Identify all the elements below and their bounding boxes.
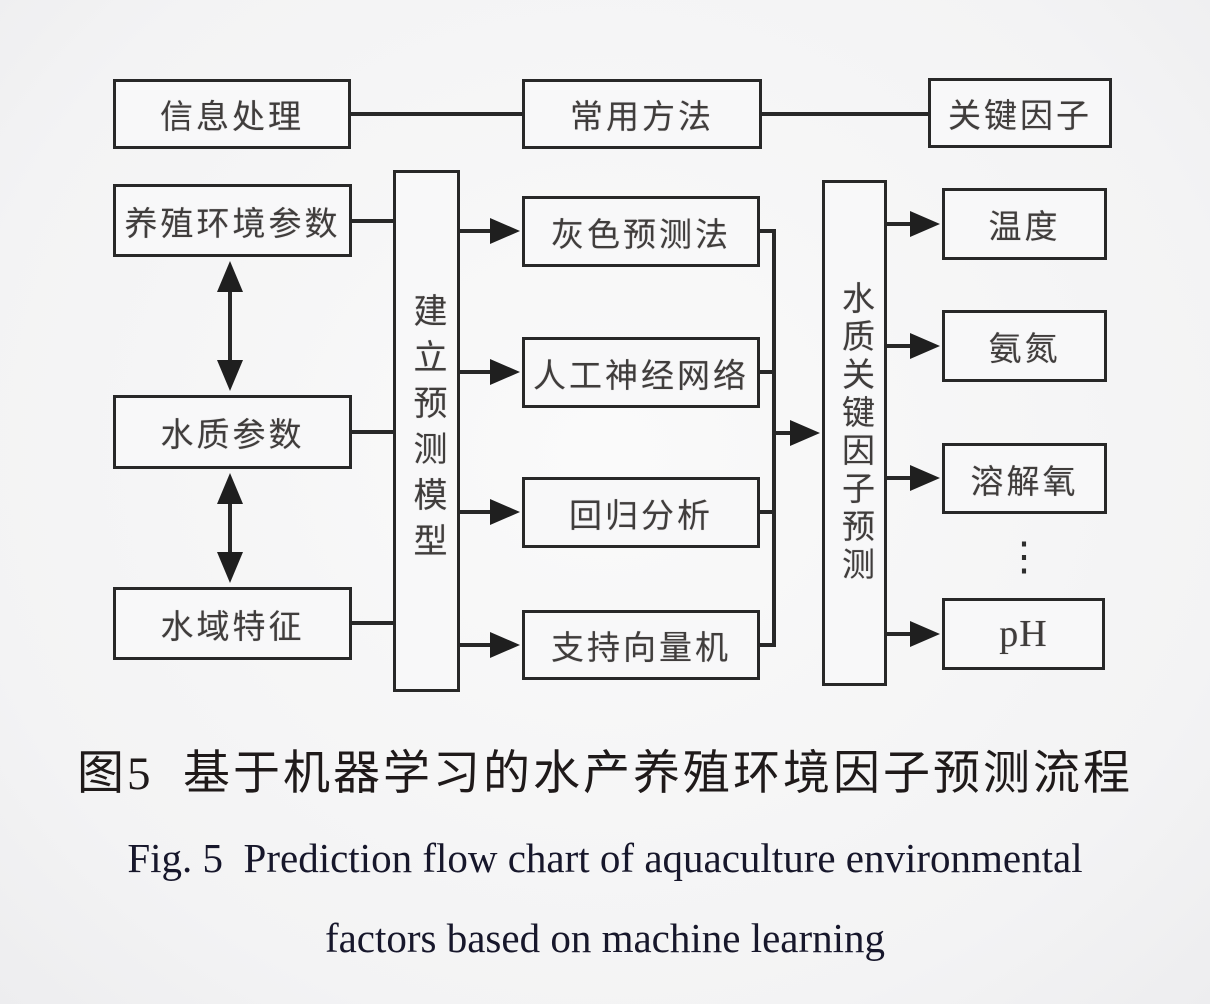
figure-caption-english-line1: Fig. 5 Prediction flow chart of aquacult… — [127, 835, 1083, 881]
node-build-prediction-model: 建立预测模型 — [393, 170, 460, 692]
node-dissolved-oxygen: 溶解氧 — [942, 443, 1107, 514]
node-water-area-characteristics: 水域特征 — [113, 587, 352, 660]
figure-caption-chinese: 图5 基于机器学习的水产养殖环境因子预测流程 — [77, 748, 1133, 800]
node-artificial-neural-network: 人工神经网络 — [522, 337, 760, 408]
node-support-vector-machine: 支持向量机 — [522, 610, 760, 680]
arrows-model-to-methods — [460, 218, 520, 658]
node-water-quality-key-factor-prediction: 水质关键因子预测 — [822, 180, 887, 686]
collector-line — [760, 229, 776, 647]
node-aquaculture-environment-parameters: 养殖环境参数 — [113, 184, 352, 257]
figure-caption-english-line2: factors based on machine learning — [324, 915, 886, 961]
node-ammonia-nitrogen: 氨氮 — [942, 310, 1107, 382]
node-grey-prediction-method: 灰色预测法 — [522, 196, 760, 267]
arrow-collector-to-prediction — [774, 420, 820, 446]
node-temperature: 温度 — [942, 188, 1107, 260]
arrows-prediction-to-outputs — [887, 211, 940, 647]
link-inputs-to-model — [352, 219, 393, 625]
build-prediction-model-label: 建立预测模型 — [408, 293, 445, 569]
double-arrow-waterquality-waterarea — [217, 473, 243, 583]
vertical-ellipsis-icon: ⋮ — [1004, 534, 1044, 579]
node-ph: pH — [942, 598, 1105, 670]
double-arrow-env-waterquality — [217, 261, 243, 391]
node-key-factors: 关键因子 — [928, 78, 1112, 148]
node-common-methods: 常用方法 — [522, 79, 762, 149]
node-regression-analysis: 回归分析 — [522, 477, 760, 548]
node-water-quality-parameters: 水质参数 — [113, 395, 352, 469]
node-information-processing: 信息处理 — [113, 79, 351, 149]
water-quality-key-factor-prediction-label: 水质关键因子预测 — [836, 281, 873, 585]
